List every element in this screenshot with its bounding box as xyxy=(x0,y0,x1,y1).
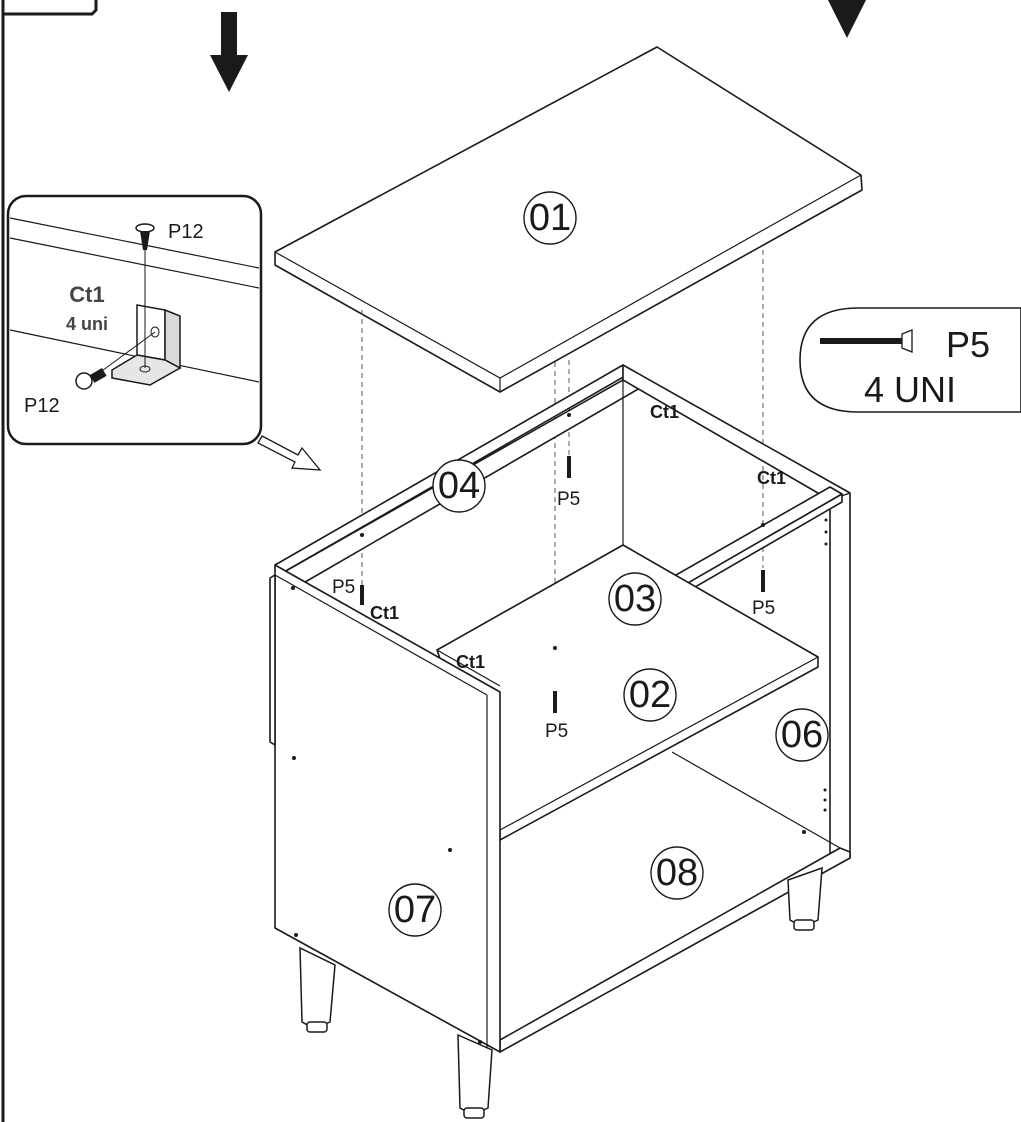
legs xyxy=(299,866,823,1119)
hollow-arrow-icon xyxy=(257,435,322,471)
svg-text:08: 08 xyxy=(656,852,698,894)
part-label-03: 03 xyxy=(608,572,662,626)
p5-label: P5 xyxy=(752,598,775,619)
part-label-08: 08 xyxy=(650,846,704,900)
hardware-code: P5 xyxy=(946,324,990,365)
screw-icon xyxy=(135,223,155,250)
svg-text:03: 03 xyxy=(614,578,656,620)
part-label-04: 04 xyxy=(432,459,486,513)
svg-text:02: 02 xyxy=(629,674,671,716)
svg-text:01: 01 xyxy=(529,197,571,239)
p12-label: P12 xyxy=(168,221,204,243)
part-label-07: 07 xyxy=(388,883,442,937)
bracket-detail-callout: P12 P12 Ct1 4 uni xyxy=(6,194,263,446)
down-arrow-icon xyxy=(210,12,248,92)
ct1-label: Ct1 xyxy=(757,468,786,488)
screw-icon xyxy=(820,329,913,353)
panel-07 xyxy=(269,413,828,1053)
svg-text:07: 07 xyxy=(394,889,436,931)
part-label-01: 01 xyxy=(523,191,577,245)
p5-label: P5 xyxy=(557,489,580,510)
ct1-label: Ct1 xyxy=(370,603,399,623)
leg-front-left xyxy=(299,946,336,1033)
screw-icon xyxy=(75,368,107,390)
detail-qty: 4 uni xyxy=(66,314,108,334)
p5-label: P5 xyxy=(332,577,355,598)
leg-back-right xyxy=(787,866,823,931)
ct1-label: Ct1 xyxy=(456,652,485,672)
down-triangle-icon xyxy=(828,0,866,38)
page-frame xyxy=(1,0,98,1122)
p5-label: P5 xyxy=(545,721,568,742)
corner-bracket-icon xyxy=(111,304,182,386)
hardware-badge: P5 4 UNI xyxy=(799,307,1021,413)
leg-front-right xyxy=(457,1033,493,1119)
ct1-label: Ct1 xyxy=(650,402,679,422)
hardware-qty: 4 UNI xyxy=(864,369,956,410)
part-label-06: 06 xyxy=(775,708,829,762)
p12-label: P12 xyxy=(24,395,60,417)
part-label-02: 02 xyxy=(623,668,677,722)
screw-icon xyxy=(360,456,765,713)
detail-code: Ct1 xyxy=(69,282,104,307)
svg-text:06: 06 xyxy=(781,714,823,756)
svg-text:04: 04 xyxy=(438,465,480,507)
